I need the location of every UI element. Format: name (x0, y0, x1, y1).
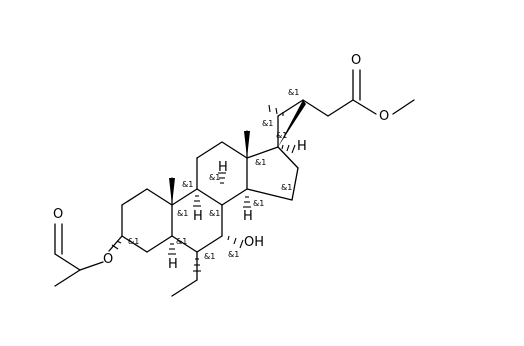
hydroxyl-group: OH (244, 235, 264, 250)
hydrogen-c9: H (193, 209, 203, 224)
acetyl-carbonyl-oxygen: O (53, 207, 63, 222)
ester-alkoxy-oxygen: O (379, 109, 389, 124)
stereo-label-c13b: &1 (255, 158, 266, 167)
hydrogen-c8: H (218, 160, 228, 175)
wedge-bonds (169, 100, 306, 205)
stereo-labels: &1 &1 &1 &1 &1 &1 &1 &1 &1 &1 &1 &1 &1 &… (128, 88, 299, 261)
wedge-c10-methyl (169, 178, 175, 205)
stereo-label-c13: &1 (276, 131, 287, 140)
stereo-label-c10b: &1 (177, 209, 188, 218)
stereo-label-c14: &1 (281, 183, 292, 192)
bond-lines (54, 69, 415, 297)
hydrogen-c17: H (297, 139, 307, 154)
stereo-label-c7: &1 (228, 250, 239, 259)
stereo-label-c8: &1 (209, 209, 220, 218)
hydrogen-c5: H (168, 257, 178, 272)
acetyl-double-bond (54, 223, 63, 255)
wedge-c20 (278, 100, 306, 147)
ester-carbonyl-oxygen: O (351, 53, 361, 68)
wedge-c13-methyl (244, 131, 250, 158)
hashed-bonds (111, 104, 296, 272)
hydrogen-c14: H (243, 209, 253, 224)
stereo-label-c20: &1 (288, 88, 299, 97)
stereo-label-c6: &1 (204, 252, 215, 261)
stereo-label-c3: &1 (128, 237, 139, 246)
acetate-oxygen: O (103, 252, 113, 267)
stereo-label-c9: &1 (209, 173, 220, 182)
stereo-label-c5: &1 (176, 237, 187, 246)
stereo-label-c10: &1 (182, 180, 193, 189)
stereo-label-c17: &1 (262, 119, 273, 128)
stereo-label-c8b: &1 (253, 199, 264, 208)
